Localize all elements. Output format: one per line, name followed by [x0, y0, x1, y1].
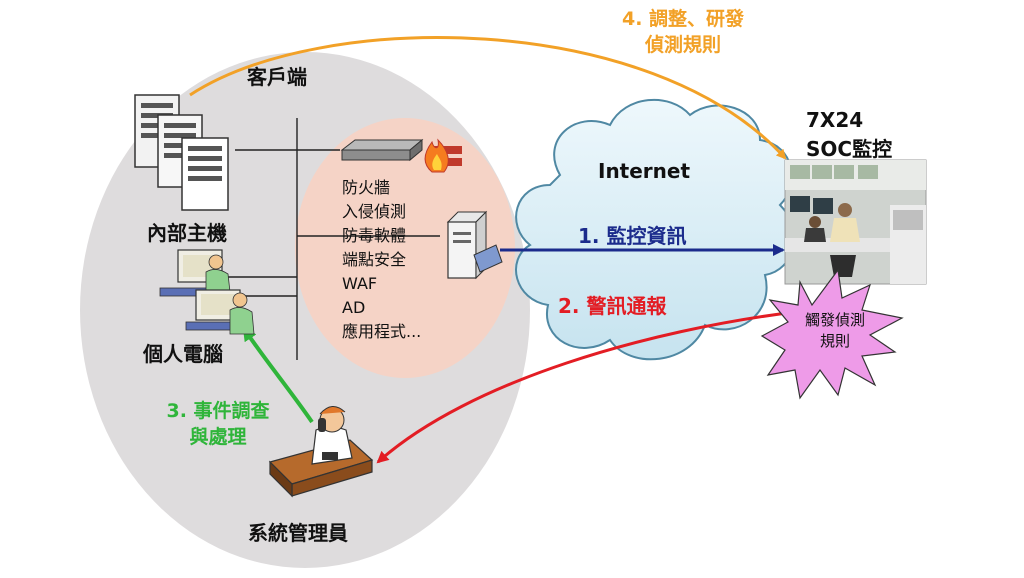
step3-label: 3. 事件調查 與處理 [148, 398, 288, 450]
security-item: 端點安全 [342, 250, 407, 269]
soc-room-photo [784, 159, 927, 285]
server-rack-icon [134, 94, 229, 211]
trigger-rule-line1: 觸發偵測 [804, 311, 865, 329]
soc-label-line2: SOC監控 [806, 137, 893, 161]
sys-admin-label: 系統管理員 [248, 521, 348, 545]
security-item: 防火牆 [342, 178, 391, 197]
security-item: WAF [342, 274, 378, 293]
step3-arrow [242, 326, 314, 424]
security-item: AD [342, 298, 366, 317]
security-zone-ellipse [295, 118, 515, 378]
flame-icon [424, 138, 462, 173]
step3-label-line2: 與處理 [189, 426, 247, 448]
internal-host-label: 內部主機 [147, 221, 227, 245]
security-item: 防毒軟體 [342, 226, 407, 245]
step4-label-line2: 偵測規則 [644, 34, 721, 56]
trigger-rule-label: 觸發偵測 規則 [792, 310, 878, 352]
step4-label: 4. 調整、研發 偵測規則 [588, 6, 778, 58]
step2-arrow [376, 310, 796, 464]
internet-label: Internet [598, 159, 691, 183]
soc-label-line1: 7X24 [806, 108, 864, 132]
client-side-label: 客戶端 [247, 65, 307, 89]
workstation-user-icon [159, 249, 255, 335]
trigger-starburst [760, 268, 904, 400]
step1-label: 1. 監控資訊 [578, 224, 687, 248]
personal-pc-label: 個人電腦 [143, 342, 223, 366]
security-item: 入侵偵測 [342, 202, 407, 221]
step2-label: 2. 警訊通報 [558, 294, 667, 318]
firewall-appliance-icon [340, 138, 424, 162]
step3-label-line1: 3. 事件調查 [166, 400, 270, 422]
security-item: 應用程式... [342, 322, 422, 341]
step4-arrow [189, 36, 787, 160]
step4-label-line1: 4. 調整、研發 [621, 8, 745, 30]
connection-lines [218, 118, 440, 360]
trigger-rule-line2: 規則 [819, 332, 850, 350]
security-items-list: 防火牆 入侵偵測 防毒軟體 端點安全 WAF AD 應用程式... [342, 176, 452, 344]
internet-cloud [515, 98, 796, 361]
admin-phone-icon [268, 406, 374, 498]
log-collector-icon [446, 210, 503, 280]
